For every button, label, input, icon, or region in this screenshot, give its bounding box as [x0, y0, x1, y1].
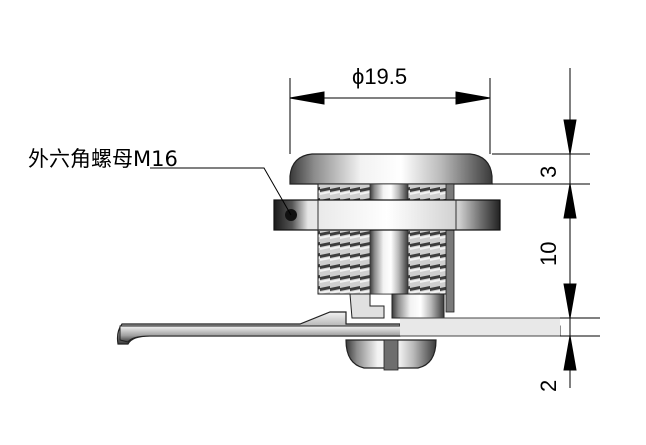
hex-nut-m16 [273, 199, 501, 231]
lever-thickness-label: 2 [536, 380, 561, 392]
right-dimension-chain [492, 68, 600, 388]
diameter-dimension [289, 78, 491, 154]
flange-height-label: 3 [536, 166, 561, 178]
retaining-screw [345, 339, 437, 371]
hex-nut-callout: 外六角螺母M16 [28, 147, 178, 171]
lock-head-flange [289, 153, 493, 185]
callout-leader [150, 167, 292, 216]
thread-length-label: 10 [536, 242, 561, 266]
diameter-label: ϕ19.5 [352, 64, 407, 89]
lower-body [349, 293, 445, 319]
